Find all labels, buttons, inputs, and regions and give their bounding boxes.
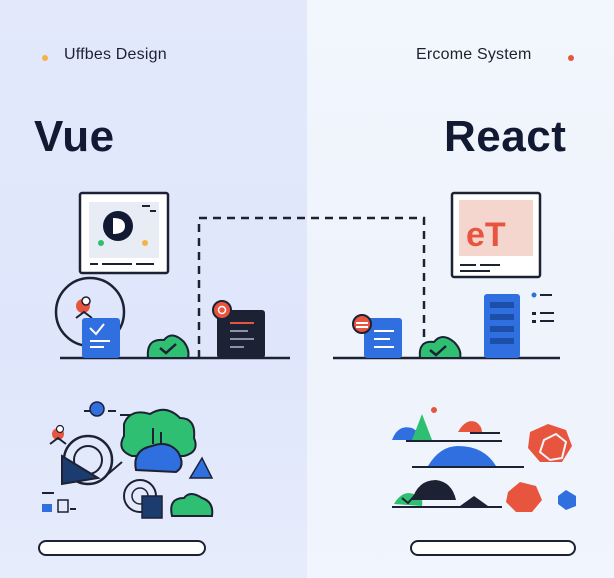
right-progress-pill <box>410 540 576 556</box>
react-cloud-check-icon <box>418 336 462 359</box>
left-subtitle: Uffbes Design <box>64 46 167 63</box>
right-subtitle: Ercome System <box>416 46 532 63</box>
svg-text:eT: eT <box>466 216 506 254</box>
dashed-connector <box>197 216 426 358</box>
left-title: Vue <box>34 112 115 161</box>
right-bottom-cluster <box>392 407 576 512</box>
document-icon <box>82 318 120 358</box>
server-rack-icon <box>484 292 554 358</box>
left-panel <box>0 0 307 578</box>
logo-o-icon <box>98 211 148 246</box>
cloud-check-icon <box>146 334 190 359</box>
right-panel <box>307 0 614 578</box>
react-document-icon <box>352 314 402 358</box>
left-accent-dot <box>42 55 48 61</box>
left-bottom-cluster <box>42 401 214 519</box>
right-accent-dot <box>568 55 574 61</box>
right-title: React <box>444 112 567 161</box>
react-browser-window-icon: eT <box>450 191 542 279</box>
chat-card-icon <box>212 300 265 358</box>
left-progress-pill <box>38 540 206 556</box>
